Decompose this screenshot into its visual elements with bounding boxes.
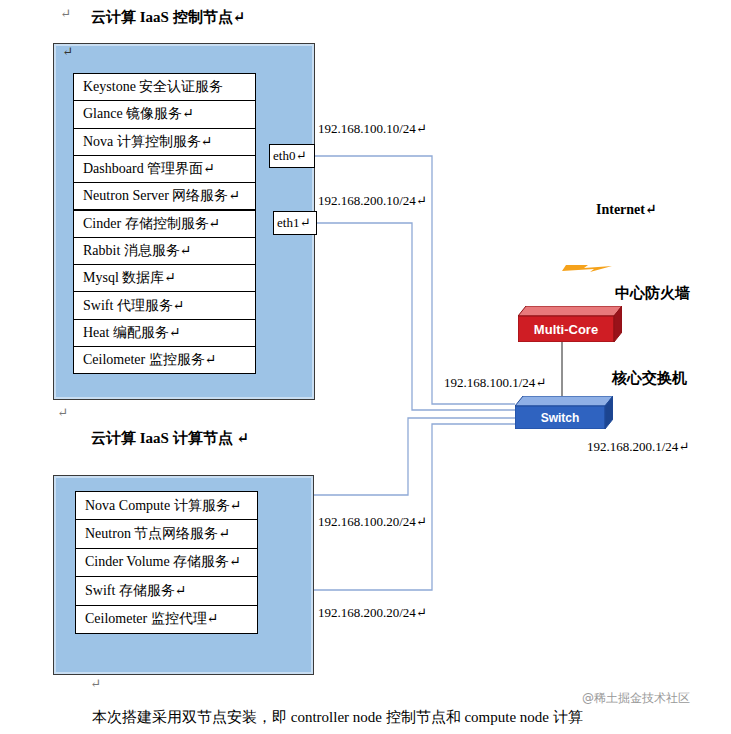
node-label: Heat 编配服务↵ <box>83 324 181 342</box>
caption-text: 本次搭建采用双节点安装，即 controller node 控制节点和 comp… <box>92 708 583 727</box>
network-cable <box>314 418 515 495</box>
node-label: Swift 存储服务↵ <box>85 582 187 600</box>
service-row: Swift 代理服务↵ <box>73 291 256 319</box>
device-side <box>605 396 613 429</box>
node-label: Nova Compute 计算服务↵ <box>85 497 241 515</box>
paragraph-mark: ↵ <box>57 405 68 421</box>
port-box: eth1↵ <box>273 211 317 235</box>
service-row: Cinder Volume 存储服务↵ <box>75 548 258 577</box>
service-row: Dashboard 管理界面↵ <box>73 155 256 183</box>
node-heading: 云计算 IaaS 计算节点 ↵ <box>91 429 249 448</box>
device-front <box>518 316 614 342</box>
node-label: Neutron 节点网络服务↵ <box>85 525 230 543</box>
paragraph-mark: ↵ <box>62 44 73 60</box>
service-row: Swift 存储服务↵ <box>75 576 258 605</box>
service-row: Neutron 节点网络服务↵ <box>75 519 258 548</box>
node-label: Mysql 数据库↵ <box>83 269 176 287</box>
node-label: eth1↵ <box>277 215 310 231</box>
node-panel: 云计算 IaaS 控制节点↵Keystone 安全认证服务Glance 镜像服务… <box>53 43 315 400</box>
node-label: Cinder 存储控制服务↵ <box>83 215 220 233</box>
device-top <box>518 306 622 316</box>
node-label: Ceilometer 监控代理↵ <box>85 610 218 628</box>
diagram-label: Internet↵ <box>596 201 657 218</box>
service-row: Rabbit 消息服务↵ <box>73 237 256 265</box>
watermark: @稀土掘金技术社区 <box>582 690 690 707</box>
diagram-label: 192.168.100.1/24↵ <box>444 375 546 391</box>
node-label: Switch <box>541 411 580 425</box>
node-label: Cinder Volume 存储服务↵ <box>85 553 241 571</box>
ip-address: 192.168.200.10/24↵ <box>318 193 427 209</box>
service-row: Mysql 数据库↵ <box>73 264 256 292</box>
node-label: Rabbit 消息服务↵ <box>83 242 192 260</box>
service-row: Heat 编配服务↵ <box>73 319 256 347</box>
firewall-device: Multi-Core <box>518 306 622 342</box>
service-row: Neutron Server 网络服务↵ <box>73 182 256 210</box>
service-row: Keystone 安全认证服务 <box>73 73 256 101</box>
node-panel: 云计算 IaaS 计算节点 ↵Nova Compute 计算服务↵Neutron… <box>53 475 314 675</box>
node-label: eth0↵ <box>273 148 306 164</box>
service-row: Ceilometer 监控服务↵ <box>73 346 256 374</box>
service-row: Glance 镜像服务↵ <box>73 100 256 128</box>
port-box: eth0↵ <box>269 144 315 168</box>
diagram-label: 核心交换机 <box>612 369 687 388</box>
network-cable <box>314 424 515 590</box>
switch-device: Switch <box>515 396 613 429</box>
paragraph-mark: ↵ <box>90 676 101 692</box>
node-label: Keystone 安全认证服务 <box>83 78 223 96</box>
device-front <box>515 406 605 429</box>
service-row: Nova 计算控制服务↵ <box>73 128 256 156</box>
node-label: Swift 代理服务↵ <box>83 297 185 315</box>
node-label: Glance 镜像服务↵ <box>83 105 194 123</box>
paragraph-mark: ↵ <box>60 6 71 22</box>
device-side <box>614 306 622 342</box>
node-label: Nova 计算控制服务↵ <box>83 133 213 151</box>
network-cable <box>315 156 515 404</box>
diagram-label: 中心防火墙 <box>615 284 690 303</box>
ip-address: 192.168.100.20/24↵ <box>318 514 427 530</box>
node-label: Multi-Core <box>534 322 598 337</box>
uplink-line <box>562 342 563 396</box>
device-top <box>515 396 613 406</box>
node-label: Dashboard 管理界面↵ <box>83 160 215 178</box>
node-label: Ceilometer 监控服务↵ <box>83 351 216 369</box>
service-row: Nova Compute 计算服务↵ <box>75 491 258 520</box>
ip-address: 192.168.100.10/24↵ <box>318 121 427 137</box>
service-row: Ceilometer 监控代理↵ <box>75 605 258 634</box>
node-heading: 云计算 IaaS 控制节点↵ <box>91 8 245 27</box>
ip-address: 192.168.200.20/24↵ <box>318 605 427 621</box>
service-row: Cinder 存储控制服务↵ <box>73 210 256 238</box>
node-label: Neutron Server 网络服务↵ <box>83 187 240 205</box>
diagram-label: 192.168.200.1/24↵ <box>587 439 689 455</box>
lightning-symbol <box>562 265 612 272</box>
